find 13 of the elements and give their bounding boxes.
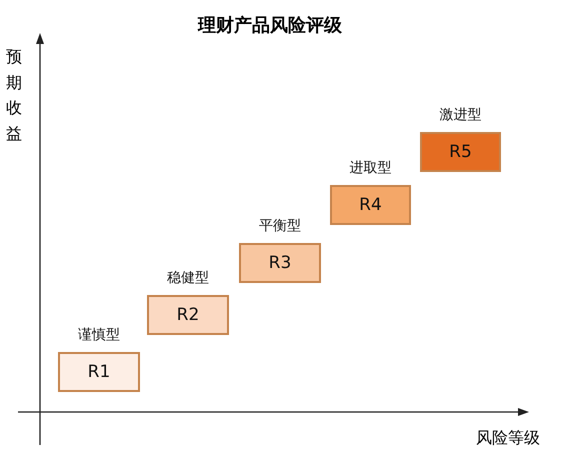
risk-type-label: 稳健型: [167, 269, 209, 287]
risk-type-label: 激进型: [440, 106, 482, 124]
risk-type-label: 谨慎型: [78, 326, 120, 344]
risk-type-label: 平衡型: [259, 217, 301, 235]
risk-level-box: R4: [330, 185, 411, 225]
risk-level-box: R1: [58, 352, 140, 392]
risk-level-box: R3: [239, 243, 321, 283]
chart-title: 理财产品风险评级: [196, 14, 343, 37]
y-axis-label: 预期收益: [6, 46, 22, 145]
risk-type-label: 进取型: [350, 159, 392, 177]
x-axis-label: 风险等级: [476, 428, 540, 449]
risk-level-box: R5: [420, 132, 501, 172]
risk-level-box: R2: [147, 295, 229, 335]
